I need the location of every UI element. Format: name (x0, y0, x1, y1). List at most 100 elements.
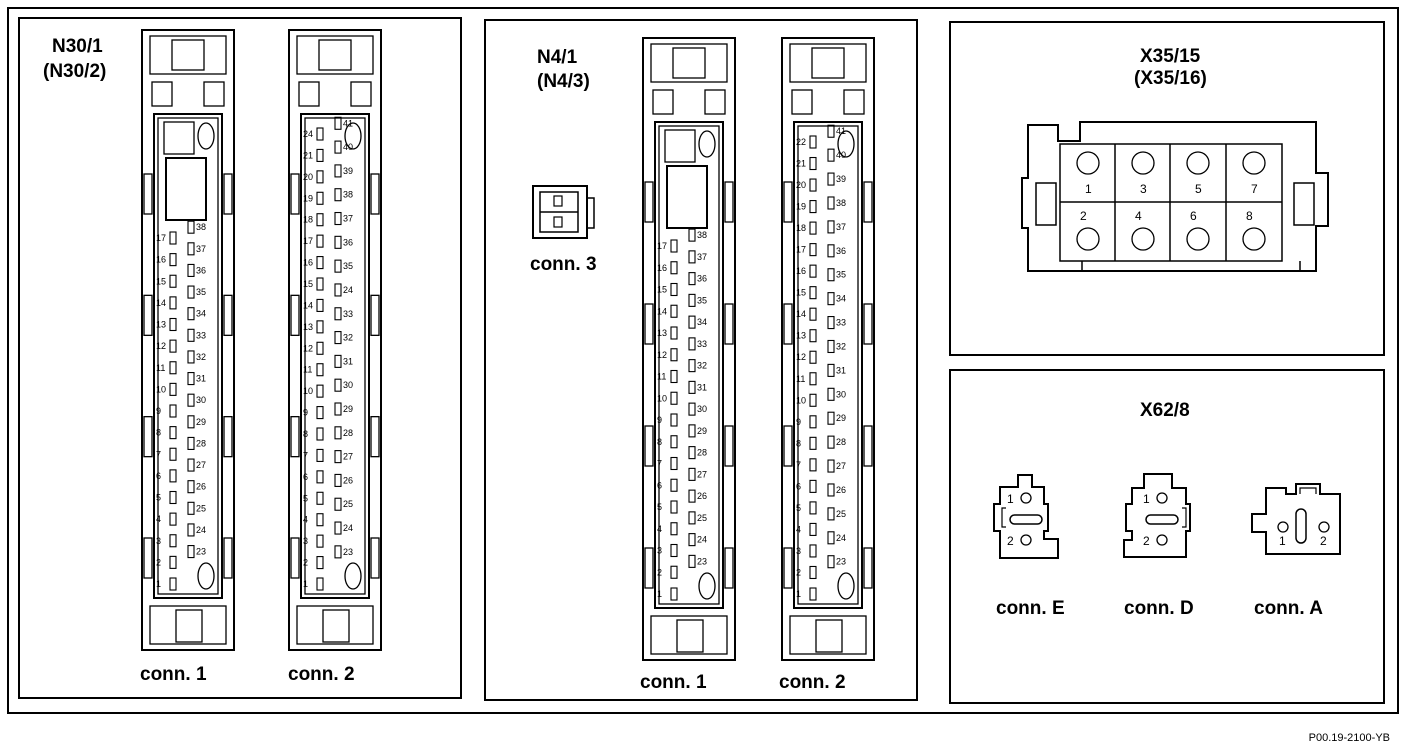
n30-conn2-label: conn. 2 (288, 664, 355, 685)
n30-conn2-pin-left: 11 (303, 365, 312, 375)
n30-conn2-pin-left: 6 (303, 472, 308, 482)
n4-conn2-pin-left: 17 (796, 245, 806, 255)
n30-conn1-pin-right: 28 (196, 438, 206, 448)
n30-conn1-pin-left-box (169, 339, 177, 353)
n4-conn2-drawing: 2221201918171615141312111098765432141403… (781, 37, 875, 661)
n4-conn1-pin-left: 14 (657, 306, 667, 316)
n4-conn2-pin-right-box (827, 339, 835, 354)
n30-conn1-pin-right-box (187, 545, 195, 559)
n4-conn2-pin-left: 20 (796, 180, 806, 190)
n30-conn2-pin-right: 29 (343, 404, 353, 414)
n4-conn2-pin-right-box (827, 244, 835, 258)
n30-conn2-pin-left: 2 (303, 558, 308, 568)
x35-pin-hole (1131, 151, 1155, 175)
n4-conn2-pin-right-box (827, 483, 835, 497)
n30-conn1-pin-right: 27 (196, 460, 206, 470)
n30-conn1-pin-right-box (187, 501, 195, 515)
n4-conn1-pin-right: 32 (697, 361, 707, 371)
n30-conn2-pin-right-box (334, 473, 342, 487)
n30-conn2-pin-left-box (316, 534, 324, 548)
n4-conn2-pin-right: 39 (836, 174, 846, 184)
n30-conn1-pin-right: 31 (196, 374, 206, 384)
n30-conn2-pin-left-box (316, 556, 324, 570)
n30-conn2-pin-right: 23 (343, 547, 353, 557)
n30-subtitle: (N30/2) (43, 61, 106, 82)
n4-conn1-pin-right: 38 (697, 230, 707, 240)
n4-conn1-pin-left-box (670, 587, 678, 601)
n30-conn1-pin-right: 26 (196, 482, 206, 492)
n4-conn2-pin-left: 6 (796, 481, 801, 491)
n30-conn1-pin-left: 4 (156, 514, 161, 524)
n4-conn1-pin-left: 11 (657, 372, 666, 382)
n30-conn1-pin-right-box (187, 328, 195, 342)
n4-conn2-pin-right-box (827, 172, 835, 186)
n30-conn1-pin-right-box (187, 436, 195, 450)
x35-pin-hole (1242, 227, 1266, 251)
n30-conn2-pin-right: 26 (343, 475, 353, 485)
n30-conn1-drawing: 1716151413121110987654321383736353433323… (141, 29, 235, 651)
n4-conn1-pin-right: 26 (697, 491, 707, 501)
n4-conn1-pin-left: 4 (657, 524, 662, 534)
n4-conn2-pin-right: 31 (836, 365, 846, 375)
n30-conn2-pin-left-box (316, 341, 324, 355)
n4-conn2-pin-left-box (809, 544, 817, 558)
n4-conn2-pin-left-box (809, 458, 817, 472)
x62-title: X62/8 (1140, 400, 1190, 421)
x62-conn-a: 1 2 (1251, 483, 1341, 555)
n30-conn2-pin-left: 1 (303, 579, 308, 589)
x62-conn-d: 1 2 (1123, 473, 1191, 558)
n30-conn2-pin-left-box (316, 427, 324, 441)
n30-conn1-pin-left: 10 (156, 384, 166, 394)
n30-conn1-pin-right: 30 (196, 395, 206, 405)
n30-conn2-pin-right: 35 (343, 261, 353, 271)
x35-pin-label: 5 (1195, 182, 1202, 196)
n30-conn1-pin-left: 1 (156, 579, 161, 589)
n30-conn2-pin-left: 17 (303, 236, 313, 246)
n30-conn2-pin-left-box (316, 577, 324, 591)
n30-conn2-pin-right: 31 (343, 356, 353, 366)
n30-conn1-pin-left-box (169, 426, 177, 440)
n30-conn1-pin-right-box (187, 415, 195, 429)
n4-conn1-pin-right: 23 (697, 556, 707, 566)
n30-conn2-pin-left: 24 (303, 129, 313, 139)
n4-conn2-pin-left-box (809, 350, 817, 364)
n4-conn1-pin-left: 5 (657, 502, 662, 512)
n4-conn2-pin-right: 25 (836, 509, 846, 519)
n30-conn2-pin-left: 16 (303, 258, 313, 268)
n4-conn2-pin-right: 28 (836, 437, 846, 447)
n30-conn2-pin-left-box (316, 256, 324, 270)
n4-conn1-pin-left: 6 (657, 480, 662, 490)
n30-conn2-pin-right-box (334, 116, 342, 130)
n30-conn1-pin-left-box (169, 555, 177, 569)
x35-pin-hole (1242, 151, 1266, 175)
n4-conn1-pin-left: 15 (657, 285, 667, 295)
n30-conn1-pin-right: 37 (196, 244, 206, 254)
n30-conn2-pin-left-box (316, 170, 324, 184)
n4-conn1-pin-right: 24 (697, 535, 707, 545)
n30-conn2-pin-left: 9 (303, 408, 308, 418)
n30-conn2-pin-right-box (334, 235, 342, 249)
n30-conn2-pin-right: 27 (343, 452, 353, 462)
n4-conn1-pin-right: 34 (697, 317, 707, 327)
n30-conn2-pin-right: 33 (343, 309, 353, 319)
n30-conn1-pin-left: 11 (156, 363, 165, 373)
n30-conn2-pin-right: 40 (343, 142, 353, 152)
n30-conn2-pin-left: 19 (303, 193, 313, 203)
n4-conn2-pin-right-box (827, 411, 835, 425)
n4-title: N4/1 (537, 47, 578, 68)
n4-conn3-drawing (532, 185, 595, 239)
n4-conn2-pin-left-box (809, 156, 817, 171)
n4-conn2-pin-right-box (827, 220, 835, 234)
n4-conn2-pin-left-box (809, 178, 817, 192)
n4-conn2-pin-left: 15 (796, 288, 806, 298)
n30-conn2-pin-right: 28 (343, 428, 353, 438)
outer-frame (7, 7, 1399, 714)
n4-conn2-pin-left: 22 (796, 137, 806, 147)
n30-conn1-pin-right-box (187, 220, 195, 234)
n4-conn2-pin-right-box (827, 196, 835, 210)
n30-conn1-pin-left: 14 (156, 298, 166, 308)
n4-conn1-pin-right: 29 (697, 426, 707, 436)
x35-pin-label: 2 (1080, 209, 1087, 223)
n30-conn1-pin-left-box (169, 253, 177, 267)
